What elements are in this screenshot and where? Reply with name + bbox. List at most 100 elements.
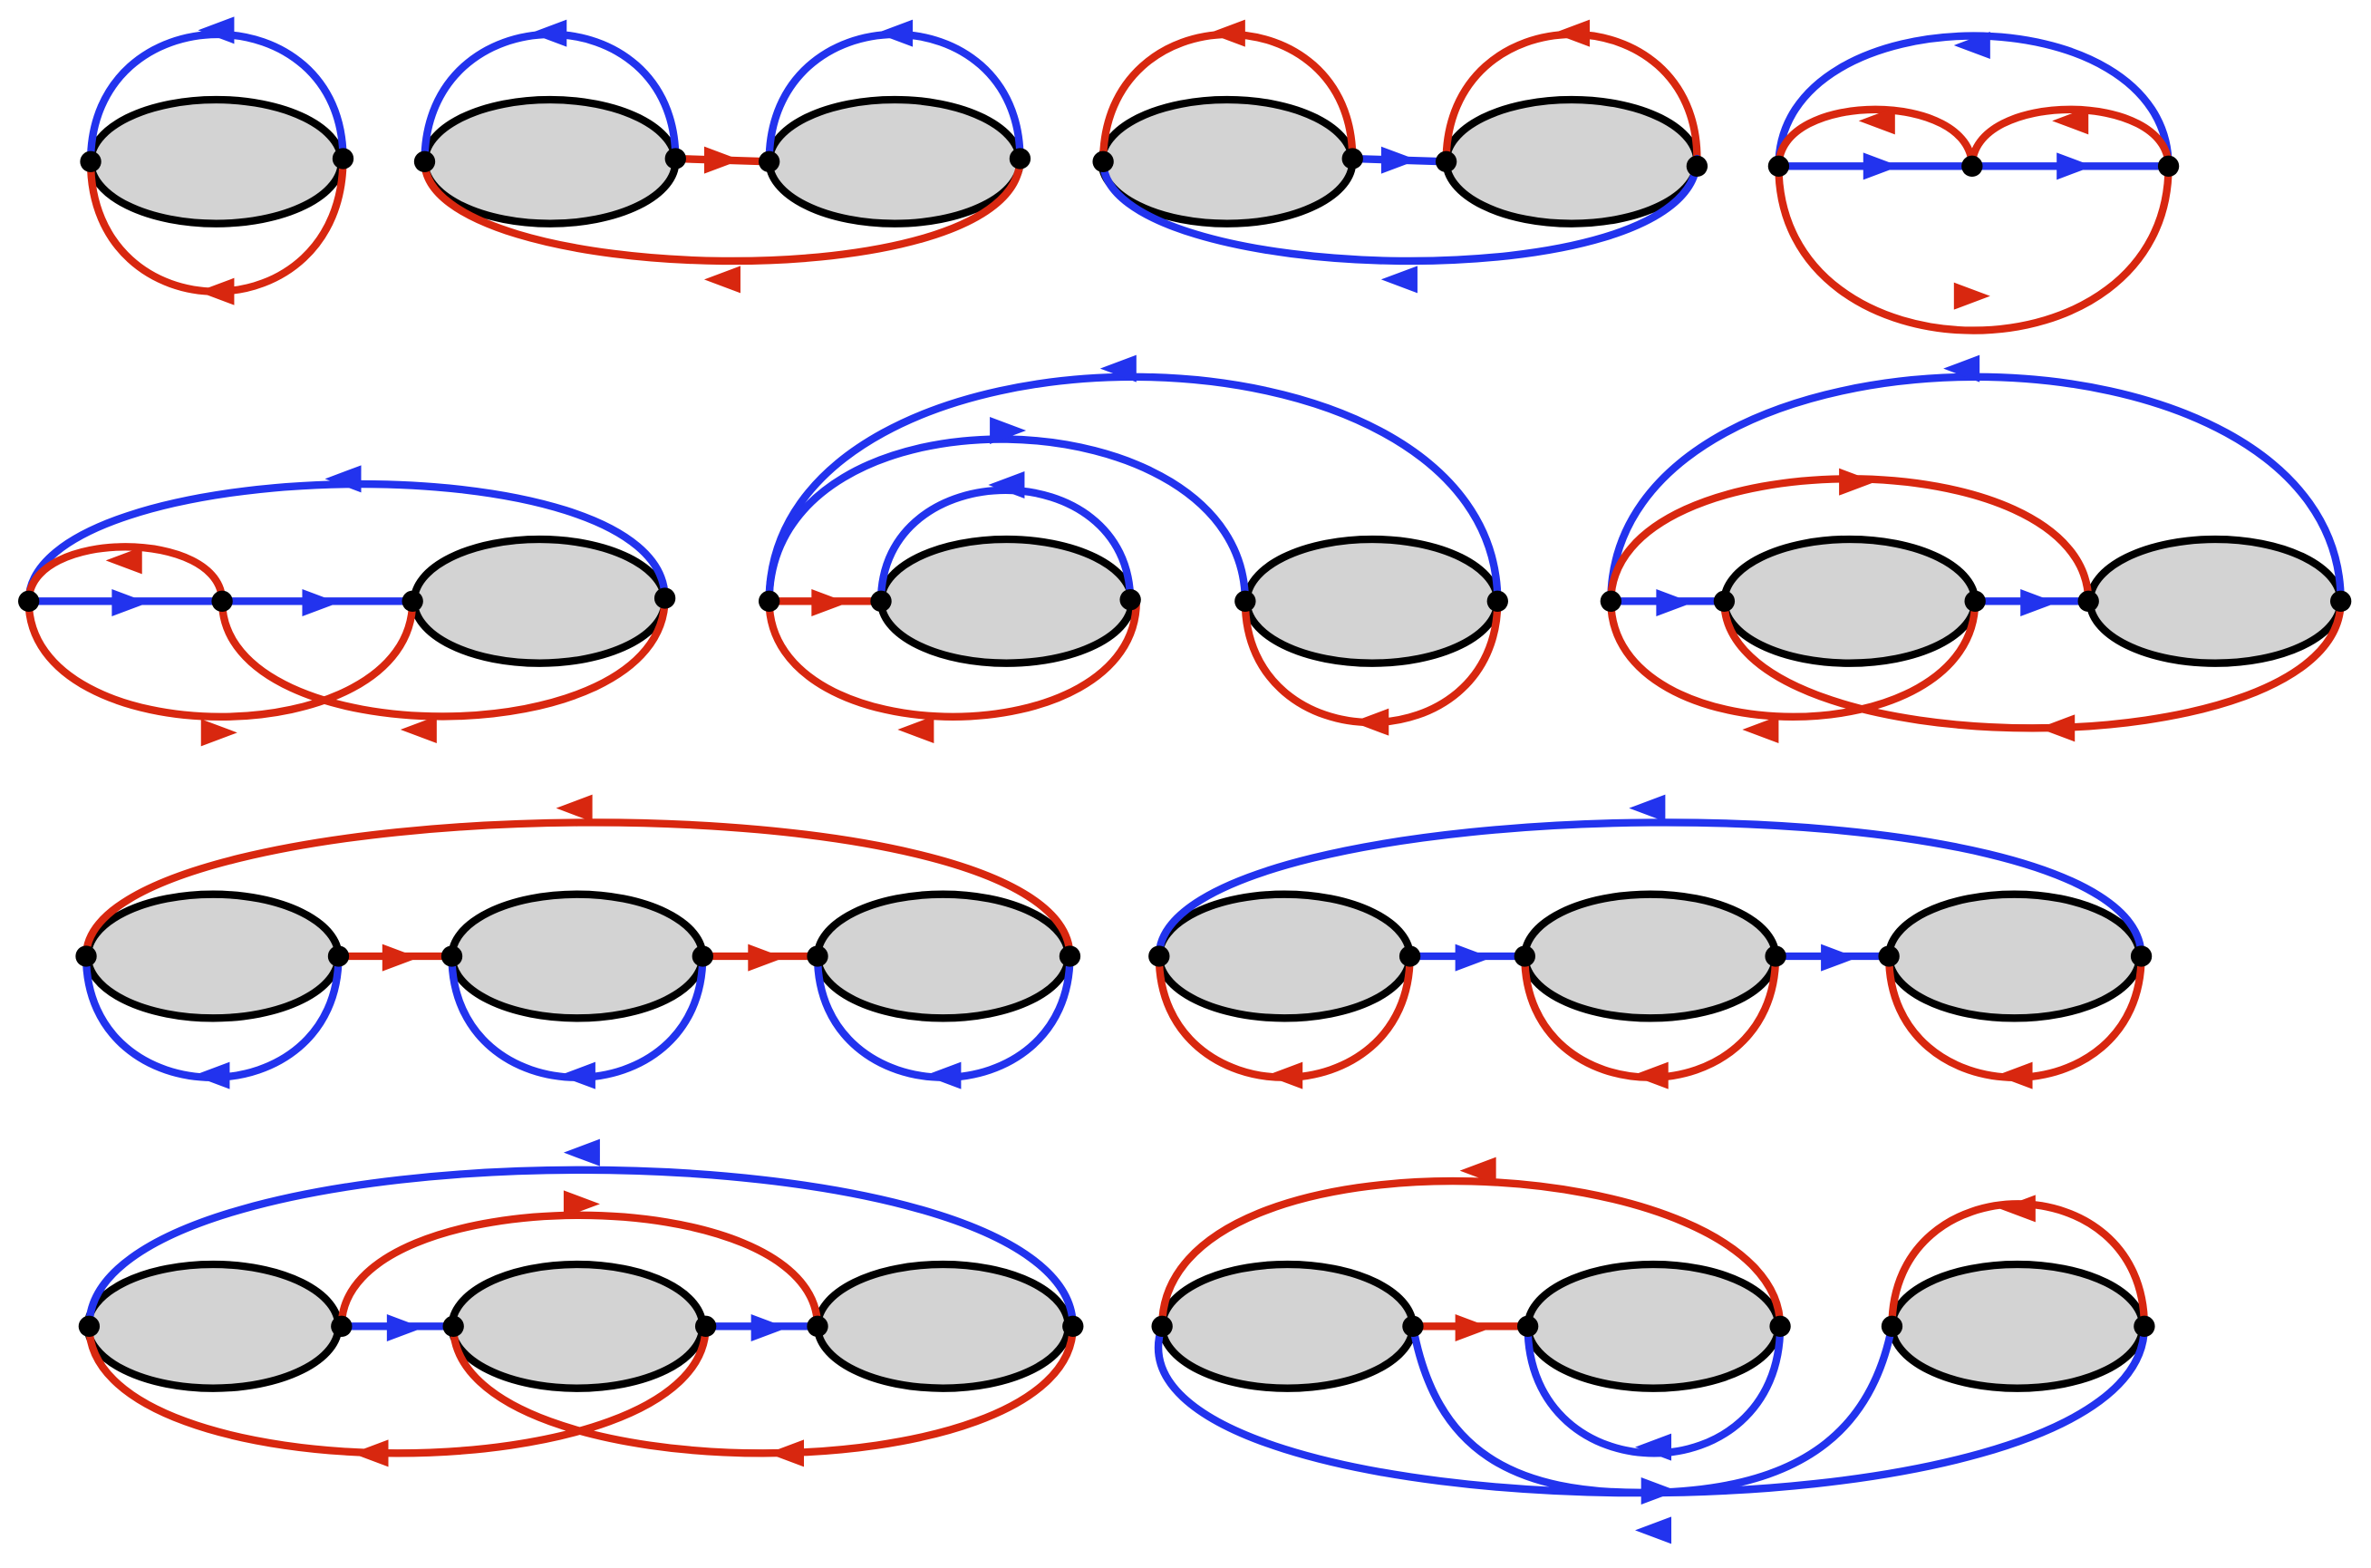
vertex-dot: [1435, 150, 1457, 172]
vertex-dot: [1769, 1315, 1791, 1337]
grey-blob: [1524, 1260, 1783, 1392]
vertex-dot: [2077, 590, 2099, 612]
grey-blob: [83, 1260, 343, 1392]
vertex-dot: [18, 590, 40, 612]
diagram-11: [1151, 1157, 2155, 1544]
red-propagator-line: [421, 154, 1024, 266]
grey-blob: [448, 890, 707, 1022]
vertex-dot: [2134, 1315, 2155, 1337]
grey-blob: [83, 890, 343, 1022]
blue-arrowhead: [530, 19, 567, 47]
vertex-dot: [402, 590, 423, 612]
vertex-dot: [442, 1315, 464, 1337]
red-arrowhead: [1996, 1061, 2033, 1089]
red-arrowhead: [1459, 1157, 1496, 1185]
vertex-dot: [1059, 945, 1081, 967]
blue-arrowhead: [386, 1314, 423, 1341]
diagram-4: [1767, 32, 2180, 334]
red-arrowhead: [556, 794, 593, 822]
red-arrowhead: [1208, 19, 1245, 47]
vertex-dot: [332, 148, 354, 169]
grey-blob: [765, 95, 1024, 227]
vertex-dot: [1009, 148, 1031, 169]
red-propagator-line: [1157, 1176, 1785, 1331]
grey-blob: [1157, 1260, 1418, 1392]
blue-propagator-line: [765, 435, 1250, 605]
red-arrowhead: [2038, 714, 2076, 742]
vertex-dot: [1402, 1315, 1424, 1337]
red-propagator-line: [1968, 105, 2173, 170]
blue-arrowhead: [1863, 152, 1900, 180]
red-arrowhead: [703, 146, 740, 174]
vertex-dot: [2130, 945, 2153, 967]
red-arrowhead: [703, 266, 740, 294]
vertex-dot: [2329, 590, 2352, 612]
red-arrowhead: [1839, 468, 1876, 496]
grey-blob: [1442, 95, 1701, 227]
grey-blob: [1884, 890, 2144, 1022]
vertex-dot: [1713, 590, 1736, 612]
vertex-dot: [1151, 1315, 1173, 1337]
grey-blob: [1098, 95, 1357, 227]
vertex-dot: [870, 590, 892, 612]
blue-arrowhead: [111, 589, 149, 616]
blue-arrowhead: [193, 1061, 230, 1089]
red-arrowhead: [1998, 1195, 2036, 1223]
red-arrowhead: [1631, 1061, 1669, 1089]
blue-arrowhead: [1943, 354, 1980, 382]
grey-blob: [1720, 535, 1979, 667]
vertex-dot: [692, 945, 713, 967]
blue-arrowhead: [302, 589, 339, 616]
red-propagator-line: [82, 818, 1074, 961]
diagram-10: [78, 1138, 1084, 1467]
red-arrowhead: [2052, 107, 2089, 135]
blue-arrowhead: [990, 417, 1027, 444]
vertex-dot: [1486, 590, 1508, 612]
grey-blob: [1888, 1260, 2147, 1392]
vertex-dot: [1341, 148, 1363, 169]
blue-arrowhead: [563, 1138, 600, 1166]
diagram-5: [18, 465, 676, 747]
red-arrowhead: [897, 716, 934, 743]
grey-blob: [448, 1260, 707, 1392]
vertex-dot: [1514, 945, 1535, 967]
red-propagator-line: [450, 1322, 1077, 1457]
grey-blob: [813, 890, 1072, 1022]
blue-propagator-line: [85, 1166, 1077, 1331]
red-propagator-line: [765, 597, 1140, 721]
grey-blob: [813, 1260, 1072, 1392]
red-arrowhead: [1858, 107, 1895, 135]
vertex-dot: [78, 1315, 101, 1337]
vertex-dot: [75, 945, 97, 967]
vertex-dot: [1234, 590, 1256, 612]
vertex-dot: [2157, 155, 2180, 177]
red-arrowhead: [198, 277, 235, 305]
blue-arrowhead: [558, 1061, 595, 1089]
vertex-dot: [211, 590, 233, 612]
vertex-dot: [653, 587, 676, 609]
blue-propagator-line: [1155, 1322, 2149, 1497]
diagram-9: [1148, 794, 2153, 1089]
blue-arrowhead: [1821, 944, 1858, 972]
grey-blob: [2086, 535, 2345, 667]
red-arrowhead: [1553, 19, 1591, 47]
vertex-dot: [807, 945, 828, 967]
red-propagator-line: [24, 597, 417, 721]
diagram-2: [413, 19, 1031, 294]
blue-arrowhead: [1953, 32, 1990, 59]
red-propagator-line: [1775, 105, 1976, 170]
vertex-dot: [758, 590, 780, 612]
diagram-6: [758, 354, 1508, 743]
diagram-3: [1092, 19, 1708, 294]
blue-propagator-line: [1155, 818, 2145, 961]
red-propagator-line: [218, 594, 669, 721]
blue-arrowhead: [1380, 266, 1418, 294]
red-propagator-line: [24, 543, 227, 605]
red-arrowhead: [748, 944, 785, 972]
vertex-dot: [1600, 590, 1622, 612]
vertex-dot: [1148, 945, 1170, 967]
blue-arrowhead: [1635, 1433, 1672, 1461]
red-arrowhead: [811, 589, 848, 616]
blue-arrowhead: [324, 465, 362, 493]
